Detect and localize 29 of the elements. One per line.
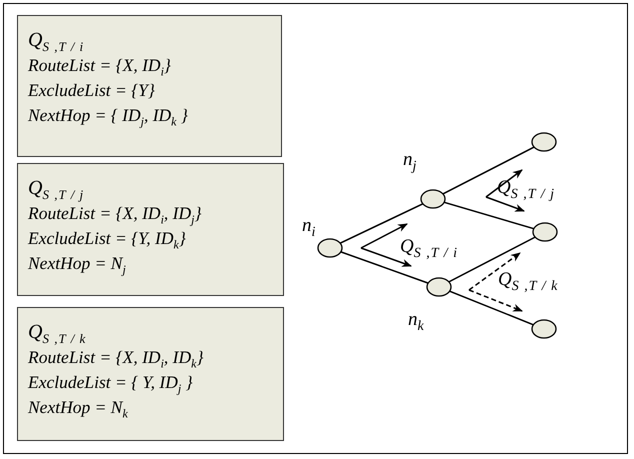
connector-line: [449, 290, 534, 326]
field-text: NextHop = N$_{j}$: [28, 252, 127, 276]
connector-line: [340, 251, 428, 284]
network-node: [531, 319, 557, 339]
query-name: Q$_{S ,T / j}$: [28, 176, 86, 201]
query-name: Q$_{S ,T / i}$: [28, 28, 86, 53]
network-node: [532, 222, 558, 242]
field-text: RouteList = {X, ID$_{i}$}: [28, 54, 172, 78]
connector-line: [340, 203, 424, 244]
network-node: [426, 277, 452, 297]
node-label: n$_{k}$: [408, 310, 425, 329]
query-box: [17, 15, 282, 157]
connector-line: [444, 202, 534, 230]
field-text: ExcludeList = {Y, ID$_{k}$}: [28, 227, 187, 251]
connector-line: [442, 146, 534, 195]
field-text: ExcludeList = {Y}: [28, 79, 156, 102]
query-box: [17, 163, 284, 296]
connector-line: [448, 236, 536, 283]
field-text: RouteList = {X, ID$_{i}$, ID$_{k}$}: [28, 346, 204, 370]
field-text: NextHop = { ID$_{j}$, ID$_{k}$ }: [28, 104, 189, 128]
query-name: Q$_{S ,T / k}$: [28, 320, 88, 345]
field-text: RouteList = {X, ID$_{i}$, ID$_{j}$}: [28, 202, 202, 226]
network-node: [531, 132, 557, 152]
query-box: [17, 307, 284, 441]
field-text: NextHop = N$_{k}$: [28, 396, 129, 420]
node-label: n$_{i}$: [302, 216, 316, 235]
network-node: [317, 238, 343, 258]
network-node: [420, 189, 446, 209]
field-text: ExcludeList = { Y, ID$_{j}$ }: [28, 371, 194, 395]
